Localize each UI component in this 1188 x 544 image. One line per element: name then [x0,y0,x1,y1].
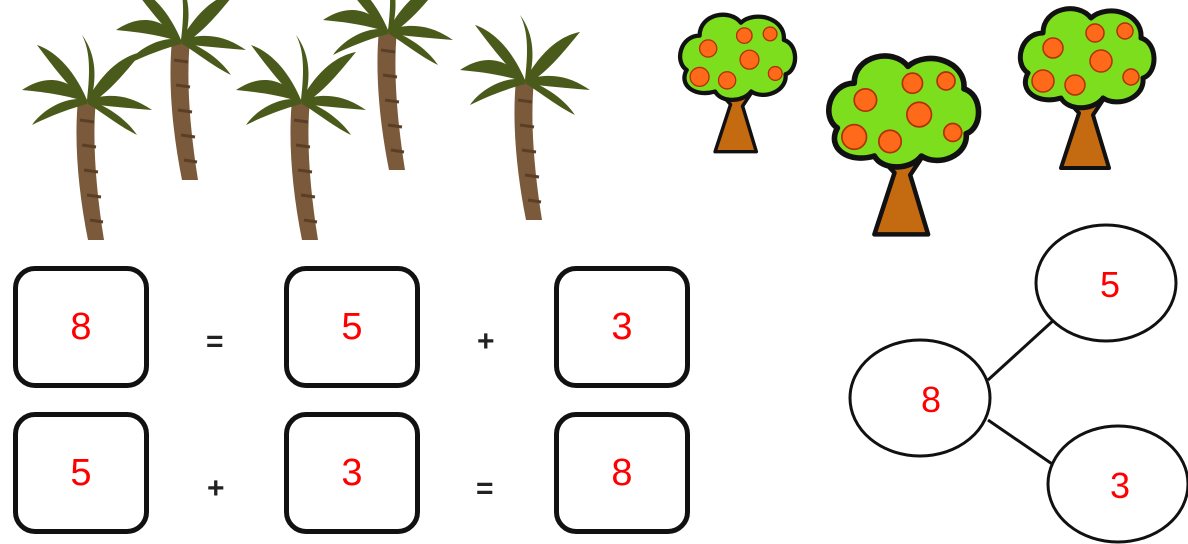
orange-tree-icon [829,56,979,234]
equation-2-value-a: 5 [70,454,91,492]
palm-tree-icon [323,0,453,170]
palm-tree-icon [460,15,590,220]
equation-2-operator-2: = [476,474,494,504]
equation-2-box-b[interactable]: 3 [284,412,420,534]
orange-tree-icon [680,15,795,152]
equation-1-operator-1: = [206,327,224,357]
equation-1-value-b: 5 [341,308,362,346]
bond-part-bottom-value: 3 [1080,468,1160,504]
equation-2-box-c[interactable]: 8 [554,412,690,534]
equation-1-operator-2: + [477,327,495,357]
equation-2-value-c: 8 [611,454,632,492]
equation-1-value-a: 8 [70,308,91,346]
equation-2-operator-1: + [207,474,225,504]
equation-1-box-b[interactable]: 5 [284,266,420,388]
equation-1-box-a[interactable]: 8 [13,266,149,388]
equation-2-value-b: 3 [341,454,362,492]
bond-line-bottom [988,420,1058,468]
bond-whole-value: 8 [891,382,971,418]
palm-tree-icon [116,0,246,180]
palm-tree-icon [236,35,366,240]
bond-line-top [988,318,1056,380]
equation-1-value-c: 3 [611,308,632,346]
equation-2-box-a[interactable]: 5 [13,412,149,534]
palm-tree-icon [22,35,152,240]
equation-1-box-c[interactable]: 3 [554,266,690,388]
orange-tree-icon [1020,9,1154,168]
bond-part-top-value: 5 [1070,267,1150,303]
